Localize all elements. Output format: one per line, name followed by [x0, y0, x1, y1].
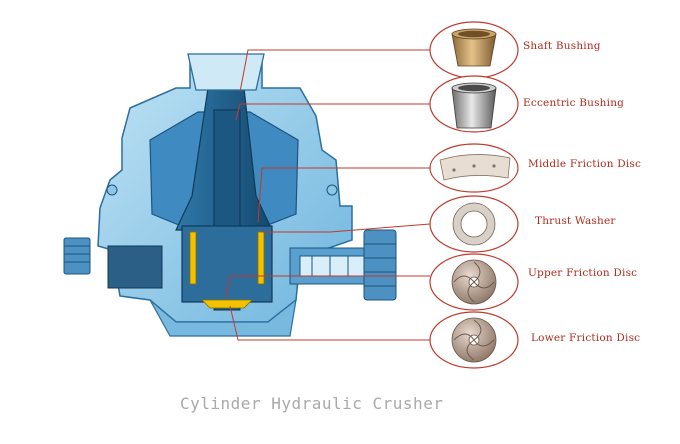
eccentric-zone [181, 225, 273, 303]
leader-lines [225, 49, 431, 341]
drive-shaft [289, 247, 379, 285]
bubble-eccentric-bushing [429, 75, 519, 133]
leader-line-thrust-washer [262, 223, 431, 233]
bubble-upper-friction-disc [429, 253, 519, 311]
left-pulley [63, 237, 91, 275]
thrust-washer-icon [452, 202, 496, 246]
leader-line-middle-friction-disc [257, 167, 430, 223]
eccentric-bushing-icon [451, 82, 497, 129]
lower-friction-disc-icon [451, 317, 497, 363]
upper-friction-disc-icon [451, 259, 497, 305]
bubble-shaft-bushing [429, 21, 519, 79]
bubble-lower-friction-disc [429, 311, 519, 369]
label-shaft-bushing: Shaft Bushing [523, 40, 601, 52]
diagram-caption: Cylinder Hydraulic Crusher [180, 394, 444, 413]
leader-line-lower-friction-disc [229, 305, 430, 341]
middle-friction-disc-icon [439, 154, 511, 181]
shaft-bushing-icon [451, 28, 497, 67]
leader-line-eccentric-bushing [235, 103, 430, 121]
bubble-thrust-washer [429, 195, 519, 253]
bolt-left [106, 184, 118, 196]
feed-hopper [187, 53, 265, 91]
label-eccentric-bushing: Eccentric Bushing [523, 97, 625, 109]
label-thrust-washer: Thrust Washer [535, 215, 616, 227]
thrust-highlight [201, 299, 253, 309]
left-gearbox [107, 245, 163, 289]
label-middle-friction-disc: Middle Friction Disc [528, 158, 642, 170]
label-upper-friction-disc: Upper Friction Disc [528, 267, 638, 279]
label-lower-friction-disc: Lower Friction Disc [531, 332, 641, 344]
bubble-middle-friction-disc [429, 143, 519, 193]
bolt-right [326, 184, 338, 196]
leader-line-shaft-bushing [239, 49, 430, 93]
base-frame [149, 298, 297, 337]
bushing-highlight-right [257, 231, 265, 285]
bushing-highlight-left [189, 231, 197, 285]
right-pulley [363, 229, 397, 301]
crusher-illustration [63, 53, 397, 337]
leader-line-upper-friction-disc [225, 275, 430, 299]
